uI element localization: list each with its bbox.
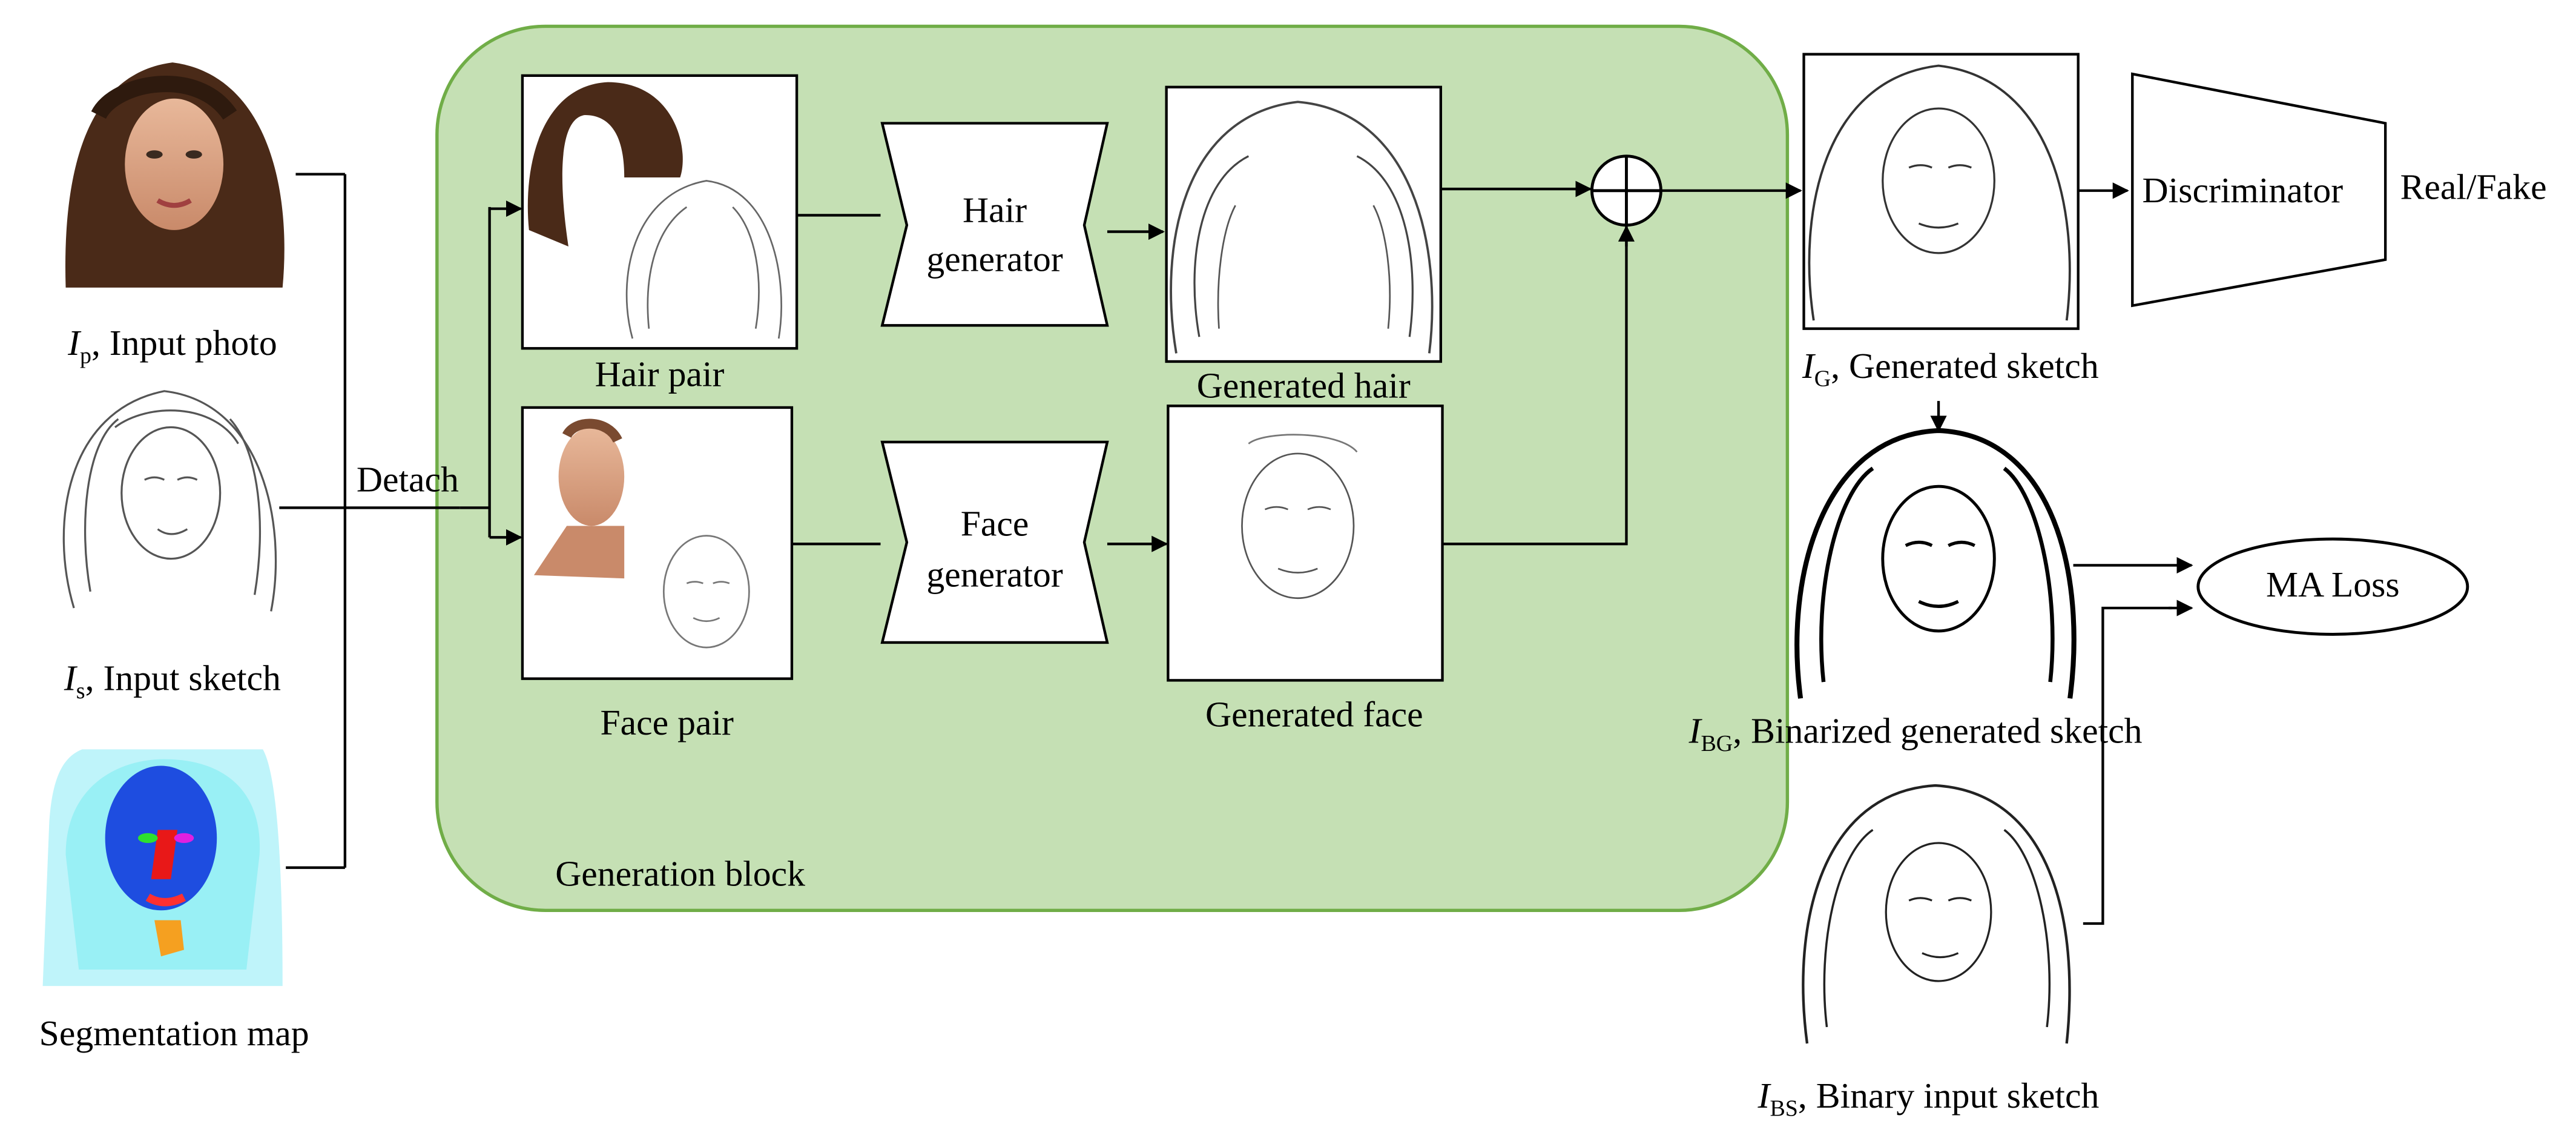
segmentation-map-label: Segmentation map [39, 1012, 309, 1054]
generated-face-image [1167, 405, 1444, 682]
detach-label: Detach [356, 458, 459, 500]
line-face-to-sum [1442, 225, 1628, 546]
hair-pair-image [521, 74, 799, 350]
generated-hair-image [1165, 85, 1442, 363]
input-sketch-image [62, 390, 277, 612]
hair-generator-shape [880, 122, 1109, 327]
face-generator-label-line2: generator [926, 554, 1063, 595]
hair-generator-label-line2: generator [926, 238, 1063, 280]
face-generator-label-line1: Face [960, 503, 1029, 544]
discriminator-label: Discriminator [2142, 169, 2344, 211]
binary-input-sketch-label: IBS, Binary input sketch [1757, 1074, 2100, 1123]
ma-loss-shape [2196, 537, 2469, 636]
line-binary-to-loss [2083, 606, 2172, 925]
generated-sketch-label: IG, Generated sketch [1802, 345, 2099, 393]
binarized-sketch-image [1794, 428, 2077, 699]
input-photo-image [56, 57, 293, 294]
generated-hair-label: Generated hair [1196, 365, 1411, 406]
generated-face-label: Generated face [1205, 693, 1423, 735]
face-generator-shape [880, 440, 1109, 644]
binarized-sketch-label: IBG, Binarized generated sketch [1688, 710, 2143, 758]
segmentation-map-image [42, 749, 283, 987]
face-pair-image [521, 406, 794, 680]
generated-sketch-image [1802, 53, 2080, 330]
real-fake-label: Real/Fake [2400, 166, 2547, 207]
input-sketch-label: Is, Input sketch [64, 657, 281, 706]
ma-loss-label: MA Loss [2265, 563, 2400, 605]
binary-input-sketch-image [1802, 784, 2071, 1044]
generation-block-title: Generation block [555, 853, 805, 894]
hair-pair-label: Hair pair [595, 353, 725, 395]
discriminator-shape [2131, 72, 2387, 308]
face-pair-label: Face pair [600, 701, 734, 743]
hair-generator-label-line1: Hair [963, 189, 1027, 230]
detach-bracket [279, 173, 491, 869]
input-photo-label: Ip, Input photo [68, 322, 277, 370]
sum-node-icon [1590, 154, 1662, 227]
